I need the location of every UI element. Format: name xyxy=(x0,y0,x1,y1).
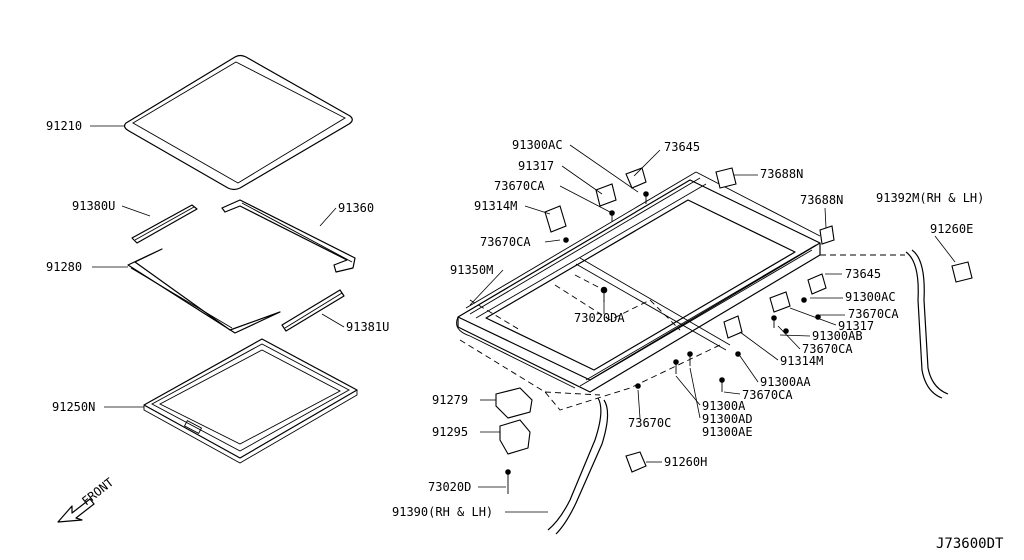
label-73670ca-3: 73670CA xyxy=(848,307,899,321)
drawing-id: J73600DT xyxy=(936,536,1004,552)
label-73020d: 73020D xyxy=(428,480,471,494)
label-73670c: 73670C xyxy=(628,416,671,430)
label-91300ad: 91300AD xyxy=(702,412,753,426)
label-73688n-right: 73688N xyxy=(800,193,843,207)
label-91380u: 91380U xyxy=(72,199,115,213)
label-73020da: 73020DA xyxy=(574,311,625,325)
label-91279: 91279 xyxy=(432,393,468,407)
label-91314m-right: 91314M xyxy=(780,354,823,368)
label-73645-top: 73645 xyxy=(664,140,700,154)
label-91350m: 91350M xyxy=(450,263,493,277)
label-91280: 91280 xyxy=(46,260,82,274)
label-73670ca-4: 73670CA xyxy=(802,342,853,356)
dashed-reference-lines xyxy=(459,254,905,411)
hardware-components xyxy=(495,167,973,494)
label-91300ae: 91300AE xyxy=(702,425,753,439)
label-73688n-top: 73688N xyxy=(760,167,803,181)
label-91317-right: 91317 xyxy=(838,319,874,333)
label-91392m: 91392M(RH & LH) xyxy=(876,191,984,205)
front-label: FRONT xyxy=(79,475,116,508)
part-91360-deflector xyxy=(221,199,356,273)
label-73670ca-1: 73670CA xyxy=(494,179,545,193)
label-91210: 91210 xyxy=(46,119,82,133)
part-91381u-strip xyxy=(281,289,345,332)
part-91210-seal xyxy=(123,54,353,191)
label-91260h: 91260H xyxy=(664,455,707,469)
part-91350m-frame xyxy=(456,171,821,393)
front-arrow-icon xyxy=(57,498,95,523)
label-91250n: 91250N xyxy=(52,400,95,414)
label-91314m-left: 91314M xyxy=(474,199,517,213)
label-73670ca-2: 73670CA xyxy=(480,235,531,249)
part-labels: 91210 91380U 91360 91280 91381U 91250N 9… xyxy=(46,119,984,519)
label-91300a: 91300A xyxy=(702,399,746,413)
leader-lines xyxy=(90,125,956,513)
label-91300aa: 91300AA xyxy=(760,375,811,389)
label-91360: 91360 xyxy=(338,201,374,215)
label-91260e: 91260E xyxy=(930,222,973,236)
part-91250n-shade xyxy=(143,338,358,464)
label-91381u: 91381U xyxy=(346,320,389,334)
label-91317-left: 91317 xyxy=(518,159,554,173)
part-91380u-strip xyxy=(131,204,198,244)
label-91295: 91295 xyxy=(432,425,468,439)
part-91280-glass xyxy=(127,248,281,334)
label-91300ac-top: 91300AC xyxy=(512,138,563,152)
label-91390: 91390(RH & LH) xyxy=(392,505,493,519)
drain-hoses xyxy=(547,249,949,535)
label-73670ca-5: 73670CA xyxy=(742,388,793,402)
label-91300ab: 91300AB xyxy=(812,329,863,343)
label-91300ac-right: 91300AC xyxy=(845,290,896,304)
label-73645-right: 73645 xyxy=(845,267,881,281)
